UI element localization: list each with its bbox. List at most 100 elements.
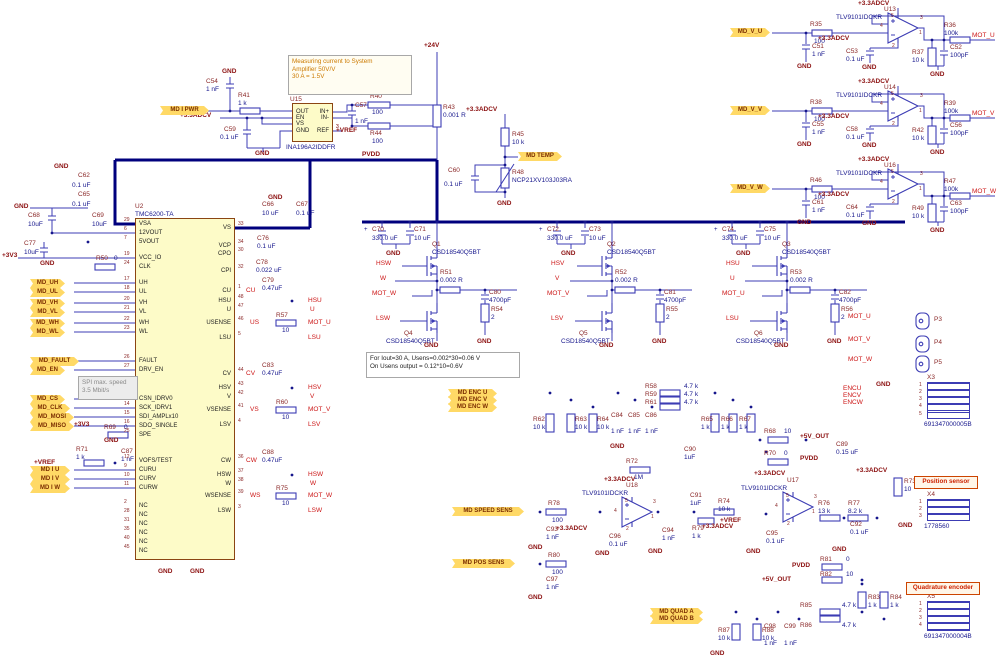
net-flag-md-quad-b[interactable]: MD QUAD B — [650, 615, 703, 624]
connector-part-x4: 1778560 — [924, 523, 950, 530]
pin-number-3: 3 — [814, 494, 817, 500]
pin-number-5: 5 — [891, 13, 894, 19]
net-flag-md-fault[interactable]: MD_FAULT — [30, 357, 79, 366]
refdes-c81: C81 — [664, 289, 676, 296]
pin-number-u2-32: 32 — [238, 264, 244, 270]
net-flag-md-mosi[interactable]: MD_MOSI — [30, 413, 74, 422]
net-flag-label: MD QUAD B — [659, 616, 694, 622]
net-flag-md-uh[interactable]: MD_UH — [30, 279, 65, 288]
net-flag-md-temp[interactable]: MD TEMP — [518, 152, 562, 161]
ic-u2[interactable] — [135, 218, 235, 560]
refdes-c80: C80 — [489, 289, 501, 296]
net-flag-md-enc-u[interactable]: MD ENC U — [448, 389, 497, 398]
value-10uf: 10uF — [92, 221, 107, 228]
net-flag-md-wl[interactable]: MD_WL — [30, 328, 65, 337]
net-label-mot-u: MOT_U — [972, 32, 995, 39]
net-flag-md-i-u[interactable]: MD I U — [30, 466, 70, 475]
power-port-gnd: GND — [255, 150, 270, 157]
value-1-nf: 1 nF — [812, 207, 826, 214]
net-flag-md-ul[interactable]: MD_UL — [30, 288, 65, 297]
net-flag-md-speed-sens[interactable]: MD SPEED SENS — [452, 507, 524, 516]
pin-name-u2-cpi: CPI — [220, 268, 231, 274]
connector-pin-x3-3[interactable] — [927, 396, 970, 404]
refdes-u14: U14 — [884, 84, 896, 91]
net-label-mot-w: MOT_W — [372, 290, 397, 297]
refdes-u17: U17 — [787, 477, 799, 484]
connector-pin-x4-2[interactable] — [927, 506, 970, 514]
pin-name-u2-lsv: LSV — [219, 422, 231, 428]
net-flag-label: MD SPEED SENS — [463, 508, 513, 514]
power-port-gnd: GND — [930, 149, 945, 156]
pin-name-u2-nc: NC — [139, 548, 148, 554]
connector-pin-x4-1[interactable] — [927, 499, 970, 507]
pin-name-u2-hsw: HSW — [217, 472, 231, 478]
power-port-gnd: GND — [774, 342, 789, 349]
connector-pin-x3-4[interactable] — [927, 403, 970, 411]
pin-number-u2-36: 36 — [238, 454, 244, 460]
polarity-mark-: + — [714, 227, 718, 233]
connector-pin-x3-1[interactable] — [927, 382, 970, 390]
refdes-c84: C84 — [611, 412, 623, 419]
net-flag-md-quad-a[interactable]: MD QUAD A — [650, 608, 703, 617]
refdes-c63: C63 — [950, 200, 962, 207]
refdes-c77: C77 — [24, 240, 36, 247]
net-flag-label: MD I V — [40, 476, 60, 482]
value-0-1-uf: 0.1 uF — [766, 538, 785, 545]
connector-pin-x5-3[interactable] — [927, 615, 970, 623]
net-flag-md-vh[interactable]: MD_VH — [30, 299, 65, 308]
value-1-nf: 1 nF — [662, 535, 676, 542]
net-label-mot-w: MOT_W — [848, 356, 873, 363]
refdes-p5: P5 — [934, 359, 942, 366]
pin-number-u2-38: 38 — [238, 477, 244, 483]
refdes-c76: C76 — [257, 235, 269, 242]
net-flag-md-enc-w[interactable]: MD ENC W — [448, 403, 497, 412]
pin-name-u2-clk: CLK — [139, 264, 151, 270]
net-flag-md-en[interactable]: MD_EN — [30, 366, 65, 375]
refdes-q5: Q5 — [579, 330, 588, 337]
net-flag-md-vl[interactable]: MD_VL — [30, 308, 65, 317]
value-0-1-uf: 0.1 uF — [257, 243, 276, 250]
note-line: Amplifier 50V/V — [292, 65, 336, 73]
net-label-w: W — [310, 480, 317, 487]
net-label-cu: CU — [246, 287, 256, 294]
value-csd18540q5bt: CSD18540Q5BT — [736, 338, 785, 345]
connector-pin-x5-1[interactable] — [927, 601, 970, 609]
refdes-c74: C74 — [722, 226, 734, 233]
refdes-c68: C68 — [28, 212, 40, 219]
net-flag-md-wh[interactable]: MD_WH — [30, 319, 65, 328]
net-flag-md-cs[interactable]: MD_CS — [30, 395, 65, 404]
pin-number-3: 3 — [920, 93, 923, 99]
pin-name-u15-en: EN — [296, 115, 305, 121]
refdes-r42: R42 — [912, 127, 924, 134]
net-flag-md-miso[interactable]: MD_MISO — [30, 422, 74, 431]
connector-pin-x5-4[interactable] — [927, 622, 970, 630]
connector-pin-x3-5[interactable] — [927, 411, 970, 419]
refdes-q1: Q1 — [432, 241, 441, 248]
ic-u15[interactable] — [292, 103, 333, 142]
connector-pin-x4-3[interactable] — [927, 513, 970, 521]
refdes-c66: C66 — [262, 201, 274, 208]
net-flag-md-i-v[interactable]: MD I V — [30, 475, 70, 484]
net-flag-md-clk[interactable]: MD_CLK — [30, 404, 70, 413]
net-flag-md-v-u[interactable]: MD_V_U — [730, 28, 770, 37]
pin-number-u2-19: 19 — [124, 251, 130, 257]
net-flag-md-enc-v[interactable]: MD ENC V — [448, 396, 497, 405]
net-label-mot-u: MOT_U — [722, 290, 745, 297]
net-flag-md-i-pwr[interactable]: MD I PWR — [160, 106, 209, 115]
pin-number-5: 5 — [625, 498, 628, 504]
net-flag-md-v-v[interactable]: MD_V_V — [730, 106, 770, 115]
pin-number-u2-44: 44 — [238, 367, 244, 373]
refdes-r75: R75 — [276, 485, 288, 492]
connector-pin-x5-2[interactable] — [927, 608, 970, 616]
pin-name-u2-w: W — [225, 481, 231, 487]
net-flag-md-pos-sens[interactable]: MD POS SENS — [452, 559, 515, 568]
refdes-q3: Q3 — [782, 241, 791, 248]
net-flag-md-v-w[interactable]: MD_V_W — [730, 184, 770, 193]
net-flag-md-i-w[interactable]: MD I W — [30, 484, 70, 493]
connector-pin-x3-2[interactable] — [927, 389, 970, 397]
refdes-r49: R49 — [912, 205, 924, 212]
net-label-hsv: HSV — [308, 384, 322, 391]
pin-number-u2-22: 22 — [124, 316, 130, 322]
pin-name-u2-usense: USENSE — [206, 320, 231, 326]
polarity-mark-: + — [364, 227, 368, 233]
